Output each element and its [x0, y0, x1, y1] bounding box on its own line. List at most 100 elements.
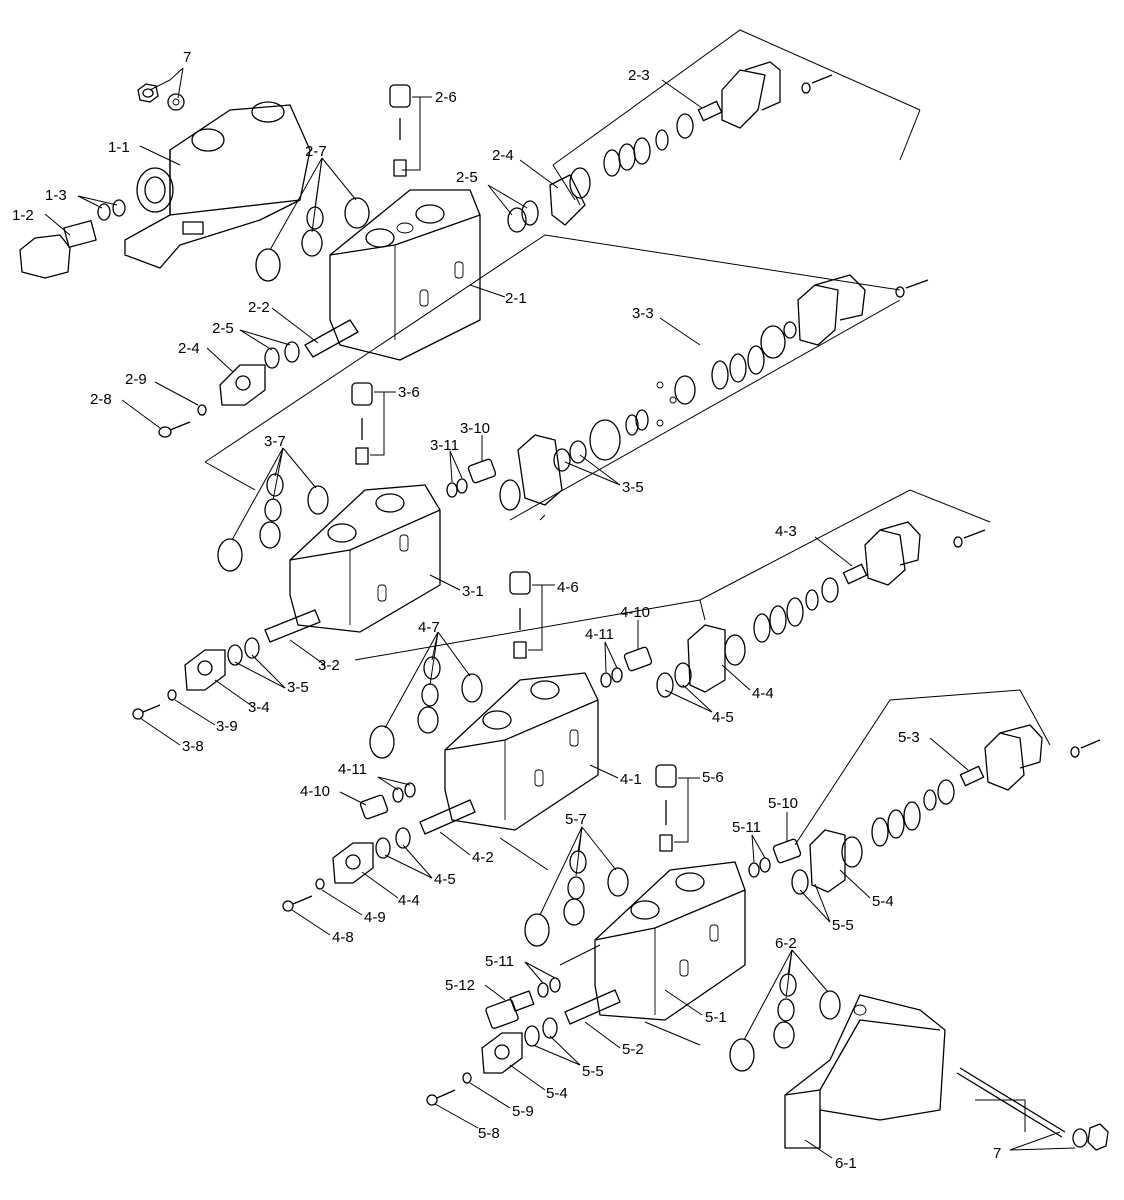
label-6-2: 6-2	[775, 935, 797, 952]
cover-3-4	[184, 649, 226, 691]
spool-4-2	[419, 799, 476, 835]
label-3-7: 3-7	[264, 433, 286, 450]
spool-5-2	[564, 989, 621, 1025]
label-4-5-right: 4-5	[712, 709, 734, 726]
leader-lines	[44, 29, 1076, 1159]
label-5-4-right: 5-4	[872, 893, 894, 910]
spool-3-2	[264, 609, 321, 643]
label-5-8: 5-8	[478, 1125, 500, 1142]
orings-3-11	[446, 478, 468, 498]
label-3-3: 3-3	[632, 305, 654, 322]
label-5-11-right: 5-11	[732, 819, 761, 836]
orings-6-2	[729, 973, 841, 1072]
label-5-5-left: 5-5	[582, 1063, 604, 1080]
orings-1-3	[97, 199, 126, 221]
label-7-top: 7	[183, 49, 191, 66]
cover-5-4-left	[481, 1032, 523, 1074]
label-5-5-right: 5-5	[832, 917, 854, 934]
washer-3-9	[167, 689, 177, 701]
plug-1-2	[19, 220, 97, 279]
plug-3-10	[467, 458, 497, 484]
label-3-6: 3-6	[398, 384, 420, 401]
label-7-bottom: 7	[993, 1145, 1001, 1162]
bolt-4-8	[282, 895, 313, 912]
label-2-5-left: 2-5	[212, 320, 234, 337]
plug-2-6	[389, 84, 411, 177]
label-4-4-right: 4-4	[752, 685, 774, 702]
label-3-11: 3-11	[430, 437, 459, 454]
label-4-9: 4-9	[364, 909, 386, 926]
label-4-11-right: 4-11	[585, 626, 614, 643]
orings-4-11-left	[392, 782, 416, 803]
label-5-2: 5-2	[622, 1041, 644, 1058]
label-2-9: 2-9	[125, 371, 147, 388]
seals-5-5-left	[524, 1017, 558, 1047]
label-4-11-left: 4-11	[338, 761, 367, 778]
plug-5-6	[655, 764, 677, 852]
seals-4-5-left	[375, 827, 411, 859]
washer-2-9	[197, 404, 207, 416]
label-2-4-left: 2-4	[178, 340, 200, 357]
label-5-12: 5-12	[445, 977, 475, 994]
plug-5-10	[772, 838, 802, 864]
valve-body-2-1	[329, 189, 481, 361]
label-2-4-right: 2-4	[492, 147, 514, 164]
label-2-7: 2-7	[305, 143, 327, 160]
plug-3-6	[351, 382, 373, 465]
orings-5-11-right	[748, 857, 771, 878]
label-4-10-left: 4-10	[300, 783, 330, 800]
label-5-6: 5-6	[702, 769, 724, 786]
orings-5-7	[524, 850, 629, 947]
orings-4-11-right	[600, 667, 623, 688]
seals-3-5-left	[227, 637, 260, 666]
valve-body-3-1	[289, 484, 441, 633]
tie-rod-7	[956, 1067, 1109, 1151]
label-3-8: 3-8	[182, 738, 204, 755]
label-2-2: 2-2	[248, 299, 270, 316]
washer-5-9	[462, 1072, 472, 1084]
label-4-3: 4-3	[775, 523, 797, 540]
label-3-9: 3-9	[216, 718, 238, 735]
label-2-5-right: 2-5	[456, 169, 478, 186]
inlet-housing-1-1	[124, 101, 311, 269]
seals-2-5-left	[264, 341, 300, 369]
label-5-10: 5-10	[768, 795, 798, 812]
label-3-2: 3-2	[318, 657, 340, 674]
end-housing-6-1	[784, 994, 946, 1149]
label-4-6: 4-6	[557, 579, 579, 596]
plug-4-6	[509, 571, 531, 659]
label-4-10-right: 4-10	[620, 604, 650, 621]
valve-body-5-1	[594, 861, 746, 1021]
label-4-2: 4-2	[472, 849, 494, 866]
plug-4-10-right	[623, 646, 653, 672]
cap-assembly-3-3	[499, 274, 929, 511]
label-2-1: 2-1	[505, 290, 527, 307]
label-2-6: 2-6	[435, 89, 457, 106]
cap-assembly-2-3	[507, 61, 833, 233]
label-4-5-left: 4-5	[434, 871, 456, 888]
label-3-1: 3-1	[462, 583, 484, 600]
part-labels: 7 1-1 1-3 1-2 2-6 2-7 2-3 2-4 2-5 2-1 2-…	[12, 49, 1001, 1172]
label-1-3: 1-3	[45, 187, 67, 204]
bolt-3-8	[132, 704, 161, 720]
plug-4-10-left	[359, 794, 389, 820]
label-5-11-left: 5-11	[485, 953, 514, 970]
orings-2-7	[255, 197, 370, 282]
label-5-9: 5-9	[512, 1103, 534, 1120]
bolt-2-8	[158, 421, 191, 438]
nut-7-top	[137, 83, 159, 103]
label-3-4: 3-4	[248, 699, 270, 716]
label-4-1: 4-1	[620, 771, 642, 788]
label-5-3: 5-3	[898, 729, 920, 746]
spool-2-2	[304, 319, 359, 358]
label-6-1: 6-1	[835, 1155, 857, 1172]
washer-7-top	[167, 93, 185, 111]
label-4-7: 4-7	[418, 619, 440, 636]
label-1-2: 1-2	[12, 207, 34, 224]
label-5-4-left: 5-4	[546, 1085, 568, 1102]
label-4-8: 4-8	[332, 929, 354, 946]
label-3-5-right: 3-5	[622, 479, 644, 496]
label-3-5-left: 3-5	[287, 679, 309, 696]
